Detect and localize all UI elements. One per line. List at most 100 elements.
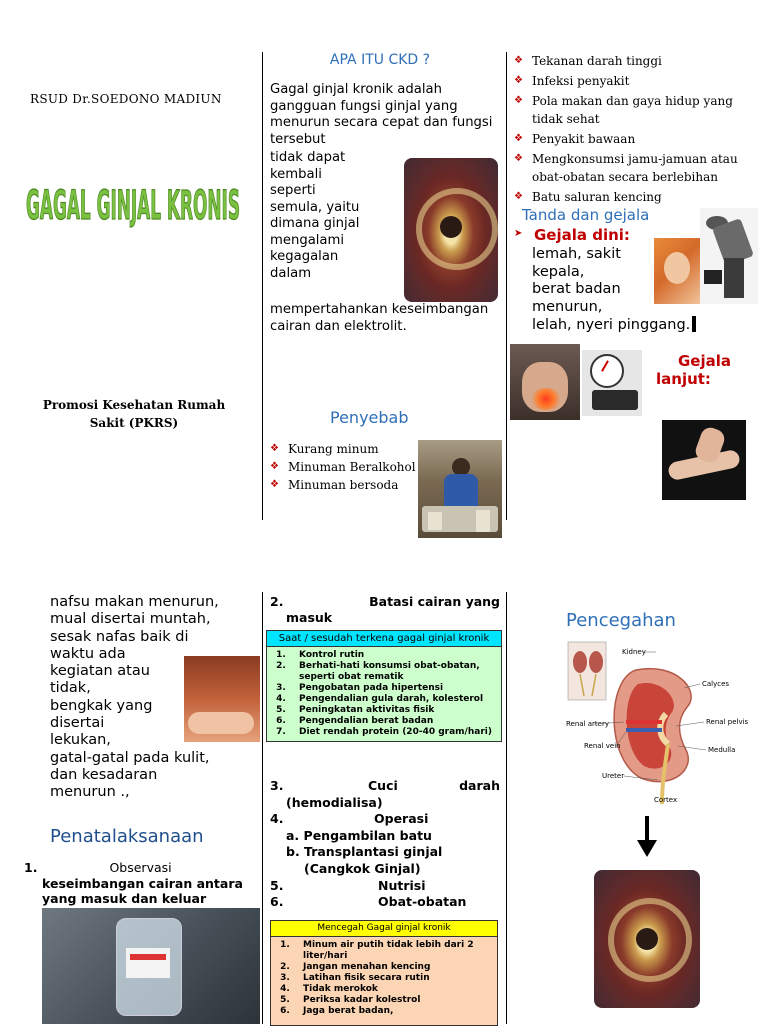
diagram-label: Cortex: [654, 796, 677, 804]
drinks-seller-photo: [418, 440, 502, 538]
sign-line: dan kesadaran: [50, 766, 158, 783]
diagram-label: Ureter: [602, 772, 624, 780]
late-signs-label-1: Gejala: [678, 352, 732, 370]
diagram-label: Calyces: [702, 680, 729, 688]
management-heading: Penatalaksanaan: [50, 826, 204, 847]
list-item: Minum air putih tidak lebih dari 2 liter…: [293, 940, 491, 962]
itching-hands-photo: [662, 420, 746, 500]
intro-line: dalam: [270, 265, 312, 281]
divider-2: [506, 52, 507, 520]
list-item: ❖Kurang minum: [270, 442, 379, 456]
arrow-bullet-icon: ➤: [514, 228, 523, 239]
sign-line: disertai: [50, 715, 105, 732]
diamond-bullet-icon: ❖: [514, 95, 523, 106]
list-item: ❖Minuman Beralkohol: [270, 460, 416, 474]
sign-line: gatal-gatal pada kulit,: [50, 749, 210, 766]
list-item: Kontrol rutin: [289, 650, 495, 661]
list-item: ❖Batu saluran kencing: [514, 190, 662, 204]
intro-line: mengalami: [270, 232, 345, 248]
list-item: ❖Infeksi penyakit: [514, 74, 630, 88]
diagram-label: Medulla: [708, 746, 735, 754]
sign-line: nafsu makan menurun,: [50, 594, 219, 610]
diamond-bullet-icon: ❖: [514, 191, 523, 202]
diamond-bullet-icon: ❖: [514, 55, 523, 66]
sign-line: sesak nafas baik di: [50, 628, 189, 645]
diamond-bullet-icon: ❖: [514, 75, 523, 86]
intro-line: kembali: [270, 166, 322, 182]
diamond-bullet-icon: ❖: [270, 461, 279, 472]
sign-line: mual disertai muntah,: [50, 611, 211, 628]
kidney-anatomy-diagram: Kidney Calyces Renal artery Renal vein R…: [566, 641, 749, 805]
ckd-intro-bottom: mempertahankan keseimbangan cairan dan e…: [270, 302, 489, 334]
diamond-bullet-icon: ❖: [514, 153, 523, 164]
list-item: Diet rendah protein (20-40 gram/hari): [289, 727, 495, 738]
prevention-box-title: Mencegah Gagal ginjal kronik: [271, 921, 497, 937]
list-item: ❖Mengkonsumsi jamu-jamuan atau obat-obat…: [514, 152, 738, 184]
signs-heading: Tanda dan gejala: [522, 206, 650, 224]
intro-line: dimana ginjal: [270, 216, 360, 231]
diagram-label: Kidney: [622, 648, 646, 656]
ckd-heading: APA ITU CKD ?: [329, 52, 431, 68]
list-item: Berhati-hati konsumsi obat-obatan, seper…: [289, 661, 495, 683]
list-item: ❖Pola makan dan gaya hidup yang tidak se…: [514, 94, 733, 126]
list-item: Pengobatan pada hipertensi: [289, 683, 495, 694]
list-item: Tidak merokok: [293, 984, 491, 995]
diamond-bullet-icon: ❖: [514, 133, 523, 144]
list-item: Pengendalian gula darah, kolesterol: [289, 694, 495, 705]
cause-list-2: ❖Tekanan darah tinggi ❖Infeksi penyakit …: [514, 52, 754, 206]
diagram-label: Renal artery: [566, 720, 609, 728]
arrow-down-icon: [637, 816, 657, 857]
late-signs-text: nafsu makan menurun, mual disertai munta…: [50, 594, 260, 802]
early-signs-text: lemah, sakit kepala, berat badan menurun…: [532, 246, 732, 335]
list-item: Peningkatan aktivitas fisik: [289, 705, 495, 716]
sign-line: menurun .,: [50, 784, 130, 801]
cause-heading: Penyebab: [330, 408, 409, 427]
tired-man-photo: [700, 208, 758, 304]
hospital-name: RSUD Dr.SOEDONO MADIUN: [30, 92, 222, 106]
list-item: ❖Penyakit bawaan: [514, 132, 636, 146]
list-item: Jangan menahan kencing: [293, 962, 491, 973]
after-ckd-box-title: Saat / sesudah terkena gagal ginjal kron…: [267, 631, 501, 647]
list-item: Latihan fisik secara rutin: [293, 973, 491, 984]
diagram-label: Renal pelvis: [706, 718, 749, 726]
sign-line: lelah, nyeri pinggang.: [532, 316, 732, 335]
early-signs-label: Gejala dini:: [534, 226, 630, 244]
cause-list-1: ❖Kurang minum ❖Minuman Beralkohol ❖Minum…: [270, 440, 420, 494]
management-item-2: 2.Batasi cairan yang masuk: [270, 594, 500, 625]
intro-line: seperti: [270, 183, 316, 198]
list-item: Jaga berat badan,: [293, 1006, 491, 1017]
sign-line: menurun,: [532, 298, 603, 315]
diamond-bullet-icon: ❖: [270, 479, 279, 490]
late-signs-label-2: lanjut:: [656, 370, 711, 388]
promo-text: Promosi Kesehatan Rumah Sakit (PKRS): [42, 398, 226, 430]
after-ckd-list: Kontrol rutin Berhati-hati konsumsi obat…: [267, 647, 501, 741]
prevention-list: Minum air putih tidak lebih dari 2 liter…: [271, 937, 497, 1020]
sign-line: bengkak yang: [50, 697, 153, 714]
ckd-intro-top: Gagal ginjal kronik adalah gangguan fung…: [270, 82, 493, 147]
sign-line: kegiatan atau: [50, 663, 150, 680]
divider-3: [262, 592, 263, 1024]
title-text: GAGAL GINJAL KRONIS: [26, 183, 240, 230]
intro-line: kegagalan: [270, 249, 339, 264]
list-item: ❖Tekanan darah tinggi: [514, 54, 662, 68]
prevention-box: Mencegah Gagal ginjal kronik Minum air p…: [270, 920, 498, 1026]
kidney-photo-2: [594, 870, 700, 1008]
after-ckd-box: Saat / sesudah terkena gagal ginjal kron…: [266, 630, 502, 742]
sign-line: kepala,: [532, 263, 585, 280]
diagram-label: Renal vein: [584, 742, 621, 750]
divider-1: [262, 52, 263, 520]
iv-bag-photo: [42, 908, 260, 1024]
sign-line: tidak,: [50, 680, 91, 697]
list-item: ❖Minuman bersoda: [270, 478, 399, 492]
list-item: Periksa kadar kolestrol: [293, 995, 491, 1006]
headache-photo: [654, 238, 700, 304]
swollen-foot-photo: [184, 656, 260, 742]
list-item: Pengendalian berat badan: [289, 716, 495, 727]
kidney-photo: [404, 158, 498, 302]
title-wordart: GAGAL GINJAL KRONIS: [25, 182, 240, 230]
ckd-intro-left: tidak dapat kembali seperti semula, yait…: [270, 150, 400, 282]
diamond-bullet-icon: ❖: [270, 443, 279, 454]
prevention-heading: Pencegahan: [566, 610, 676, 631]
sign-line: berat badan: [532, 281, 621, 297]
sign-line: lemah, sakit: [532, 246, 621, 262]
